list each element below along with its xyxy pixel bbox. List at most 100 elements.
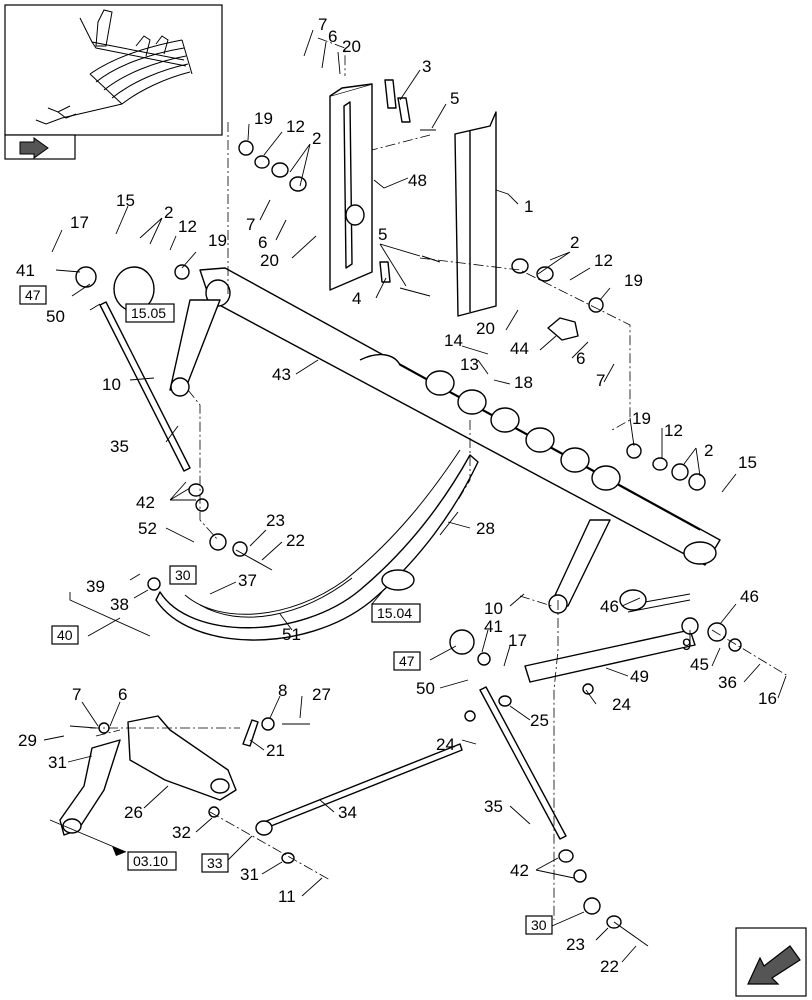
ref-box-30[interactable]: 30 [525,915,553,935]
callout-3: 3 [422,57,431,76]
next-page-arrow-icon[interactable] [735,927,807,997]
callout-52: 52 [138,519,157,538]
callout-41: 41 [484,617,503,636]
callout-45: 45 [690,655,709,674]
callout-39: 39 [86,577,105,596]
crank-part-26 [127,715,237,801]
overview-thumbnail[interactable] [4,4,223,160]
callout-6: 6 [328,27,337,46]
ref-box-30[interactable]: 30 [169,565,197,585]
svg-text:15.05: 15.05 [131,305,166,321]
callout-31: 31 [240,865,259,884]
ref-box-47[interactable]: 47 [19,285,47,305]
callout-17: 17 [508,631,527,650]
callout-7: 7 [596,371,605,390]
callout-19: 19 [208,231,227,250]
svg-text:30: 30 [531,917,547,933]
ref-box-47[interactable]: 47 [393,651,421,671]
callout-34: 34 [338,803,357,822]
ref-box-33[interactable]: 33 [201,853,229,873]
callout-labels: 7 6 20 3 5 19 12 2 48 1 15 2 17 12 19 7 … [16,15,777,976]
ref-box-15-04[interactable]: 15.04 [371,603,421,623]
callout-31: 31 [48,753,67,772]
callout-12: 12 [594,251,613,270]
callout-19: 19 [624,271,643,290]
previous-page-arrow-icon[interactable] [4,134,76,160]
callout-20: 20 [260,251,279,270]
callout-12: 12 [286,117,305,136]
callout-13: 13 [460,355,479,374]
callout-24: 24 [436,735,455,754]
overview-sketch [35,9,193,125]
callout-27: 27 [312,685,331,704]
arrow-head-icon [112,846,126,856]
callout-15: 15 [116,191,135,210]
bracket-part-1 [454,111,497,317]
callout-10: 10 [102,375,121,394]
callout-12: 12 [664,421,683,440]
svg-text:15.04: 15.04 [377,605,412,621]
callout-43: 43 [272,365,291,384]
callout-44: 44 [510,339,529,358]
callout-35: 35 [110,437,129,456]
ref-box-15-05[interactable]: 15.05 [125,303,175,323]
callout-25: 25 [530,711,549,730]
callout-42: 42 [510,861,529,880]
rod-part-35-right [479,686,567,840]
part-drawings [59,79,742,947]
callout-6: 6 [576,349,585,368]
callout-37: 37 [238,571,257,590]
leader-lines [43,29,787,963]
hardware-washers [75,140,742,929]
callout-7: 7 [246,215,255,234]
callout-48: 48 [408,171,427,190]
svg-text:40: 40 [57,627,73,643]
alignment-lines [90,37,789,920]
spring-tines-part-51 [155,454,479,641]
callout-9: 9 [682,635,691,654]
callout-36: 36 [718,673,737,692]
callout-6: 6 [118,685,127,704]
callout-2: 2 [570,233,579,252]
ref-box-03-10[interactable]: 03.10 [127,851,177,871]
callout-10: 10 [484,599,503,618]
callout-46: 46 [740,587,759,606]
callout-18: 18 [514,373,533,392]
svg-text:47: 47 [25,287,41,303]
ref-box-40[interactable]: 40 [51,625,79,645]
callout-20: 20 [342,37,361,56]
callout-38: 38 [110,595,129,614]
callout-2: 2 [704,441,713,460]
callout-6: 6 [258,233,267,252]
callout-17: 17 [70,213,89,232]
callout-19: 19 [632,409,651,428]
callout-14: 14 [444,331,463,350]
callout-5: 5 [378,225,387,244]
callout-19: 19 [254,109,273,128]
callout-29: 29 [18,731,37,750]
callout-2: 2 [312,129,321,148]
callout-23: 23 [266,511,285,530]
callout-42: 42 [136,493,155,512]
callout-22: 22 [286,531,305,550]
callout-28: 28 [476,519,495,538]
callout-11: 11 [278,887,296,906]
rod-part-35-left [99,301,191,472]
callout-1: 1 [524,197,533,216]
callout-16: 16 [758,689,777,708]
callout-35: 35 [484,797,503,816]
rod-part-34 [263,743,463,829]
callout-15: 15 [738,453,757,472]
callout-23: 23 [566,935,585,954]
callout-41: 41 [16,261,35,280]
callout-51: 51 [282,625,301,644]
auger-flights [425,370,621,491]
callout-7: 7 [318,15,327,34]
callout-5: 5 [450,89,459,108]
svg-text:03.10: 03.10 [133,853,168,869]
callout-4: 4 [352,289,361,308]
callout-22: 22 [600,957,619,976]
callout-49: 49 [630,667,649,686]
svg-text:30: 30 [175,567,191,583]
